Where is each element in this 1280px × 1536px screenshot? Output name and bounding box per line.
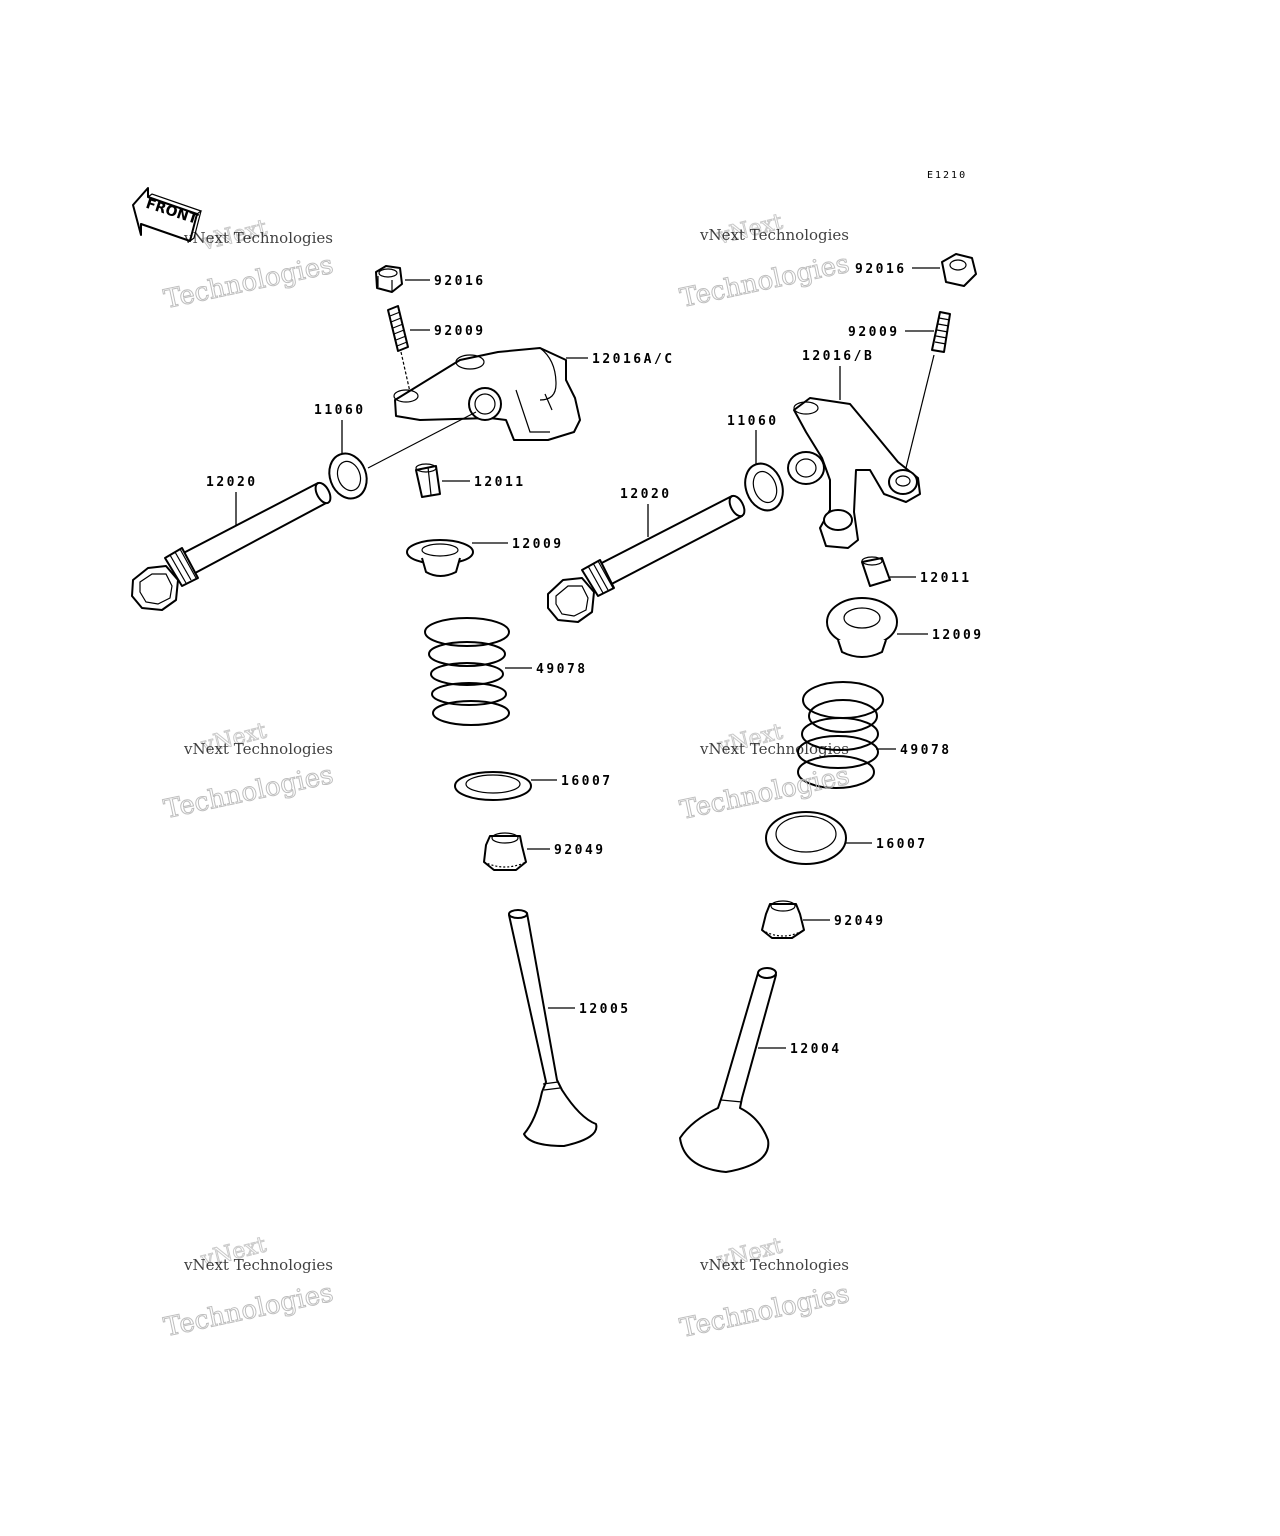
label-right-49078: 49078 — [900, 743, 952, 758]
label-left-92016: 92016 — [434, 274, 486, 289]
svg-text:Technologies: Technologies — [677, 249, 852, 314]
right-shaft-12020 — [547, 494, 746, 623]
right-cotter-12011 — [861, 556, 891, 587]
label-left-16007: 16007 — [561, 774, 613, 789]
svg-text:Technologies: Technologies — [677, 1279, 852, 1344]
label-left-12009: 12009 — [512, 537, 564, 552]
right-screw-92009 — [931, 311, 951, 353]
label-left-12005: 12005 — [579, 1002, 631, 1017]
label-right-12011: 12011 — [920, 571, 972, 586]
label-right-12020: 12020 — [620, 487, 672, 502]
label-right-12004: 12004 — [790, 1042, 842, 1057]
svg-text:vNext Technologies: vNext Technologies — [699, 1256, 849, 1274]
watermark: vNext vNext Technologies Technologies — [677, 209, 853, 314]
right-seat-16007 — [765, 811, 847, 865]
label-left-49078: 49078 — [536, 662, 588, 677]
label-right-92009: 92009 — [848, 325, 900, 340]
label-left-12020: 12020 — [206, 475, 258, 490]
label-left-12011: 12011 — [474, 475, 526, 490]
right-seal-11060 — [744, 462, 784, 512]
label-right-12016b: 12016/B — [802, 349, 874, 364]
svg-text:vNext Technologies: vNext Technologies — [183, 740, 333, 758]
svg-text:vNext Technologies: vNext Technologies — [183, 1256, 333, 1274]
svg-text:vNext Technologies: vNext Technologies — [699, 226, 849, 244]
watermark: vNext vNext Technologies Technologies — [677, 1233, 853, 1344]
left-cotter-12011 — [415, 463, 441, 498]
label-left-92049: 92049 — [554, 843, 606, 858]
right-stem-seal-92049 — [761, 900, 805, 939]
left-screw-92009 — [387, 305, 409, 352]
left-seat-16007 — [454, 771, 532, 801]
label-right-11060: 11060 — [727, 414, 779, 429]
right-spring-49078 — [797, 681, 884, 789]
label-left-12016ac: 12016A/C — [592, 352, 675, 367]
svg-text:Technologies: Technologies — [161, 250, 336, 315]
left-seal-11060 — [328, 452, 368, 500]
svg-text:Technologies: Technologies — [161, 760, 336, 825]
left-shaft-12020 — [131, 481, 332, 611]
label-left-92009: 92009 — [434, 324, 486, 339]
label-right-92016: 92016 — [855, 262, 907, 277]
right-retainer-12009 — [826, 597, 898, 658]
watermark: vNext vNext Technologies Technologies — [161, 718, 337, 826]
svg-text:vNext Technologies: vNext Technologies — [183, 229, 333, 247]
svg-text:Technologies: Technologies — [161, 1278, 336, 1343]
right-nut-92016 — [941, 253, 977, 287]
label-right-16007: 16007 — [876, 837, 928, 852]
left-valve-12005 — [508, 909, 598, 1147]
left-spring-49078 — [424, 617, 510, 726]
left-retainer-12009 — [406, 539, 474, 577]
svg-text:vNext Technologies: vNext Technologies — [699, 740, 849, 758]
right-valve-12004 — [679, 967, 777, 1173]
left-rocker-arm-12016ac — [393, 347, 581, 441]
label-right-92049: 92049 — [834, 914, 886, 929]
diagram-code: E1210 — [927, 170, 967, 181]
watermark: vNext vNext Technologies Technologies — [161, 215, 337, 316]
watermark: vNext vNext Technologies Technologies — [677, 719, 853, 826]
label-left-11060: 11060 — [314, 403, 366, 418]
left-nut-92016 — [375, 265, 403, 293]
watermark: vNext vNext Technologies Technologies — [161, 1232, 337, 1344]
left-stem-seal-92049 — [483, 832, 527, 871]
right-rocker-arm-12016b — [787, 397, 921, 549]
label-right-12009: 12009 — [932, 628, 984, 643]
